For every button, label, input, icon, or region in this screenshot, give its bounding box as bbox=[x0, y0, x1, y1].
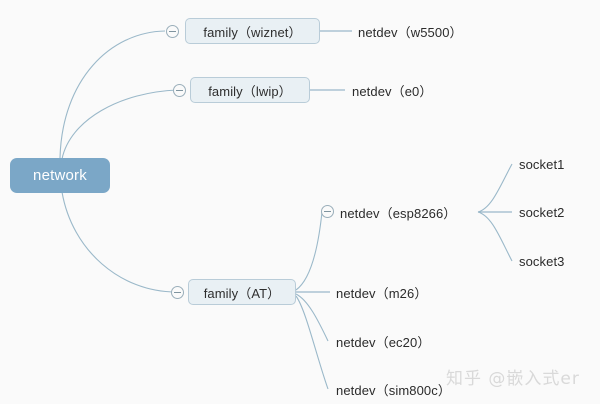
node-family-wiznet-label: family（wiznet） bbox=[203, 24, 302, 40]
node-root-network[interactable]: network bbox=[10, 158, 110, 193]
minus-circle-icon-wiznet[interactable] bbox=[166, 25, 179, 38]
node-netdev-ec20-label: netdev（ec20） bbox=[336, 334, 431, 350]
edge-root-to-at bbox=[61, 191, 177, 293]
edge-esp8266-to-socket3 bbox=[477, 211, 513, 262]
node-family-lwip[interactable]: family（lwip） bbox=[190, 77, 310, 103]
edge-at-to-ec20 bbox=[295, 293, 329, 342]
edge-root-to-wiznet bbox=[59, 30, 166, 159]
node-socket2-label: socket2 bbox=[519, 204, 565, 220]
node-socket3-label: socket3 bbox=[519, 253, 565, 269]
node-netdev-sim800c[interactable]: netdev（sim800c） bbox=[336, 379, 451, 399]
minus-circle-icon-esp8266[interactable] bbox=[321, 205, 334, 218]
edge-at-to-sim800c bbox=[295, 295, 329, 390]
node-netdev-esp8266-label: netdev（esp8266） bbox=[340, 205, 457, 221]
node-netdev-e0[interactable]: netdev（e0） bbox=[352, 80, 433, 100]
node-netdev-m26[interactable]: netdev（m26） bbox=[336, 282, 427, 302]
node-family-at-label: family（AT） bbox=[203, 285, 281, 301]
node-socket3[interactable]: socket3 bbox=[519, 251, 565, 271]
node-netdev-w5500-label: netdev（w5500） bbox=[358, 24, 463, 40]
node-root-label: network bbox=[33, 167, 87, 184]
node-netdev-esp8266[interactable]: netdev（esp8266） bbox=[340, 202, 456, 222]
node-socket1-label: socket1 bbox=[519, 156, 565, 172]
node-socket1[interactable]: socket1 bbox=[519, 154, 565, 174]
node-netdev-sim800c-label: netdev（sim800c） bbox=[336, 382, 451, 398]
node-netdev-w5500[interactable]: netdev（w5500） bbox=[358, 21, 463, 41]
edge-esp8266-to-socket1 bbox=[477, 163, 513, 213]
node-family-wiznet[interactable]: family（wiznet） bbox=[185, 18, 320, 44]
minus-circle-icon-lwip[interactable] bbox=[173, 84, 186, 97]
node-netdev-ec20[interactable]: netdev（ec20） bbox=[336, 331, 430, 351]
edge-at-to-esp8266 bbox=[295, 211, 323, 291]
node-family-lwip-label: family（lwip） bbox=[208, 83, 292, 99]
watermark-text: 知乎 @嵌入式er bbox=[446, 369, 580, 389]
node-netdev-e0-label: netdev（e0） bbox=[352, 83, 433, 99]
node-socket2[interactable]: socket2 bbox=[519, 202, 565, 222]
minus-circle-icon-at[interactable] bbox=[171, 286, 184, 299]
node-netdev-m26-label: netdev（m26） bbox=[336, 285, 428, 301]
node-family-at[interactable]: family（AT） bbox=[188, 279, 296, 305]
edge-root-to-lwip bbox=[61, 89, 179, 160]
watermark: 知乎 @嵌入式er bbox=[446, 364, 580, 389]
